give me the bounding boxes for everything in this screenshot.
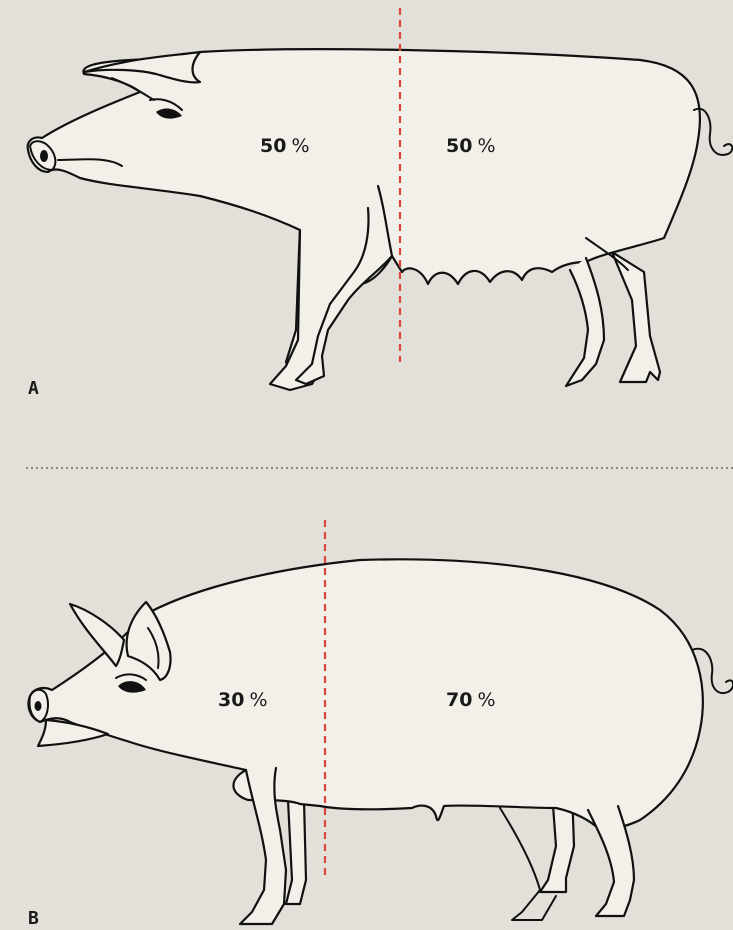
pig-a-rear-label: 50% [446,135,496,157]
pig-a-nostril [40,150,48,162]
panel-b: 30% 70% B [28,520,733,929]
panel-a-letter: A [28,378,39,399]
panel-a: 50% 50% A [28,8,733,399]
pig-a-front-label: 50% [260,135,310,157]
pig-b-rear-label: 70% [446,689,496,711]
pig-a-far-hind-leg [612,252,660,382]
pig-b-nostril [35,701,42,711]
pig-b-hind-haunch [500,808,556,920]
pig-b-far-front-leg [286,800,306,904]
boar-pig-icon [28,559,702,830]
pig-b-front-label: 30% [218,689,268,711]
pig-a-hind-leg [566,258,604,386]
pig-b-back-ear [70,604,124,666]
panel-b-letter: B [28,908,39,929]
